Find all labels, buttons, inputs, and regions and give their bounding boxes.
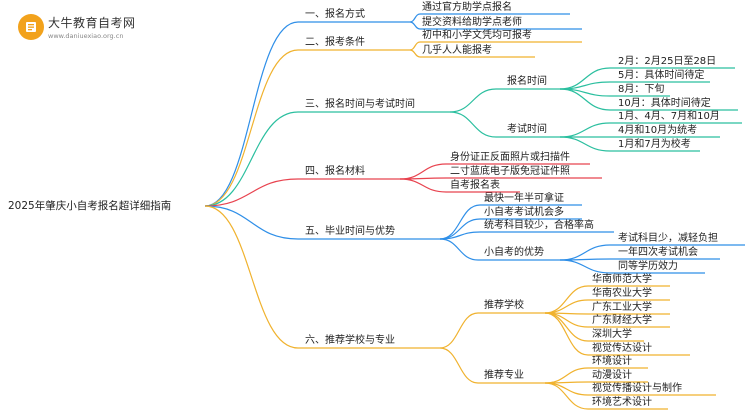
leaf-label: 身份证正反面照片或扫描件	[450, 152, 570, 163]
leaf-label: 深圳大学	[592, 329, 632, 340]
connector-line	[409, 41, 421, 51]
connector-line	[449, 88, 497, 113]
leaf-label: 4月和10月为统考	[618, 125, 698, 136]
connector-line	[559, 259, 611, 274]
connector-line	[204, 205, 299, 349]
connector-line	[439, 231, 481, 240]
connector-line	[439, 204, 481, 240]
connector-line	[559, 122, 611, 138]
connector-line	[559, 244, 611, 261]
connector-line	[544, 312, 589, 356]
branch-label: 六、推荐学校与专业	[305, 335, 395, 346]
watermark-url: www.daniuexiao.org.cn	[48, 32, 124, 40]
connector-line	[409, 49, 421, 58]
connector-line	[544, 367, 589, 384]
connector-line	[204, 111, 299, 207]
connector-line	[544, 382, 589, 410]
connector-line	[439, 312, 479, 349]
leaf-label: 华南农业大学	[592, 288, 652, 299]
branch-label: 二、报考条件	[305, 37, 365, 48]
connector-line	[559, 88, 611, 111]
root-topic: 2025年肇庆小自考报名超详细指南	[8, 200, 172, 212]
leaf-label: 视觉传播设计与制作	[592, 383, 682, 394]
leaf-label: 提交资料给助学点老师	[422, 17, 522, 28]
watermark-name: 大牛教育自考网	[48, 16, 136, 30]
leaf-label: 考试科目少，减轻负担	[618, 233, 718, 244]
leaf-label: 5月：具体时间待定	[618, 70, 705, 81]
leaf-label: 1月和7月为校考	[618, 139, 691, 150]
leaf-label: 一年四次考试机会	[618, 247, 698, 258]
connector-line	[399, 163, 447, 180]
watermark-logo: 大牛教育自考网 www.daniuexiao.org.cn	[18, 14, 136, 40]
connector-line	[439, 238, 479, 261]
sub-branch-label: 小自考的优势	[484, 247, 544, 258]
leaf-label: 自考报名表	[450, 180, 500, 191]
leaf-label: 1月、4月、7月和10月	[618, 111, 720, 122]
leaf-label: 动漫设计	[592, 370, 632, 381]
connector-line	[204, 21, 299, 207]
sub-branch-label: 报名时间	[507, 76, 547, 87]
leaf-label: 广东财经大学	[592, 315, 652, 326]
leaf-label: 2月：2月25日至28日	[618, 56, 717, 67]
branch-label: 一、报名方式	[305, 9, 365, 20]
connector-line	[409, 13, 421, 23]
connector-line	[544, 285, 589, 314]
leaf-label: 视觉传达设计	[592, 343, 652, 354]
leaf-label: 几乎人人能报考	[422, 45, 492, 56]
connector-line	[409, 21, 421, 30]
connector-line	[399, 178, 447, 193]
leaf-label: 环境设计	[592, 356, 632, 367]
leaf-label: 通过官方助学点报名	[422, 2, 512, 13]
leaf-label: 广东工业大学	[592, 302, 652, 313]
branch-label: 三、报名时间与考试时间	[305, 99, 415, 110]
sub-branch-label: 考试时间	[507, 124, 547, 135]
sub-branch-label: 推荐专业	[484, 370, 524, 381]
branch-label: 五、毕业时间与优势	[305, 226, 395, 237]
sub-branch-label: 推荐学校	[484, 300, 524, 311]
connector-line	[204, 178, 299, 207]
leaf-label: 小自考考试机会多	[484, 207, 564, 218]
connector-line	[544, 382, 589, 396]
leaf-label: 环境艺术设计	[592, 397, 652, 408]
leaf-label: 华南师范大学	[592, 274, 652, 285]
connector-line	[544, 299, 589, 314]
book-icon	[18, 14, 44, 40]
connector-line	[204, 49, 299, 207]
connector-line	[439, 347, 479, 384]
leaf-label: 初中和小学文凭均可报考	[422, 30, 532, 41]
branch-label: 四、报名材料	[305, 166, 365, 177]
connector-line	[449, 111, 497, 138]
leaf-label: 同等学历效力	[618, 261, 678, 272]
leaf-label: 10月：具体时间待定	[618, 98, 711, 109]
connector-line	[559, 136, 611, 152]
leaf-label: 统考科目较少，合格率高	[484, 220, 594, 231]
leaf-label: 8月：下旬	[618, 84, 665, 95]
leaf-label: 二寸蓝底电子版免冠证件照	[450, 166, 570, 177]
leaf-label: 最快一年半可拿证	[484, 193, 564, 204]
connector-line	[204, 205, 299, 240]
